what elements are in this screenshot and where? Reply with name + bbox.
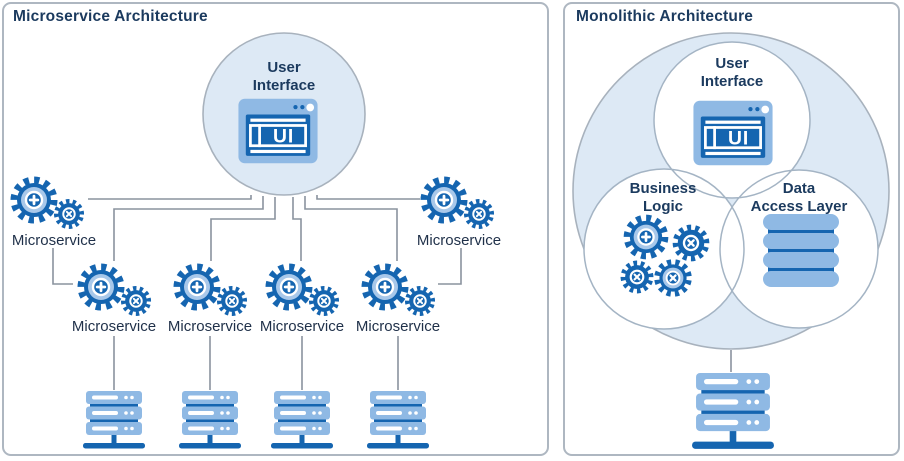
server-icon	[367, 391, 429, 449]
connector-lines	[52, 195, 462, 390]
venn-borders	[583, 41, 879, 330]
data-access-label-line1: Data	[783, 180, 816, 197]
server-icon	[692, 373, 774, 449]
user-interface-label-line2: Interface	[253, 77, 316, 94]
microservice-gears-icon	[270, 268, 340, 317]
business-logic-label-line2: Logic	[643, 198, 683, 215]
business-logic-label-line1: Business	[630, 180, 697, 197]
microservice-label: Microservice	[168, 318, 252, 335]
server-icon	[83, 391, 145, 449]
microservice-gears-icon	[15, 181, 85, 230]
microservice-label: Microservice	[72, 318, 156, 335]
microservice-label: Microservice	[417, 232, 501, 249]
microservice-gears-icon	[425, 181, 495, 230]
microservice-panel-title: Microservice Architecture	[13, 8, 208, 25]
user-interface-label-line1: User	[267, 59, 301, 76]
microservice-gears-icon	[82, 268, 152, 317]
ui-layer-label-line1: User	[715, 55, 749, 72]
monolithic-diagram: User Interface Business Logic Data Acces…	[572, 32, 890, 449]
ui-layer-label-line2: Interface	[701, 73, 764, 90]
microservice-gears-icon	[366, 268, 436, 317]
server-icon	[179, 391, 241, 449]
microservice-diagram: User Interface Microservice Microservice…	[12, 32, 501, 449]
server-icon	[271, 391, 333, 449]
microservice-label: Microservice	[356, 318, 440, 335]
microservice-gears-icon	[178, 268, 248, 317]
microservice-label: Microservice	[12, 232, 96, 249]
browser-ui-icon	[237, 97, 319, 165]
monolithic-panel-title: Monolithic Architecture	[576, 8, 754, 25]
data-access-label-line2: Access Layer	[751, 198, 848, 215]
browser-ui-icon	[692, 99, 774, 167]
database-icon	[763, 214, 839, 287]
microservice-label: Microservice	[260, 318, 344, 335]
